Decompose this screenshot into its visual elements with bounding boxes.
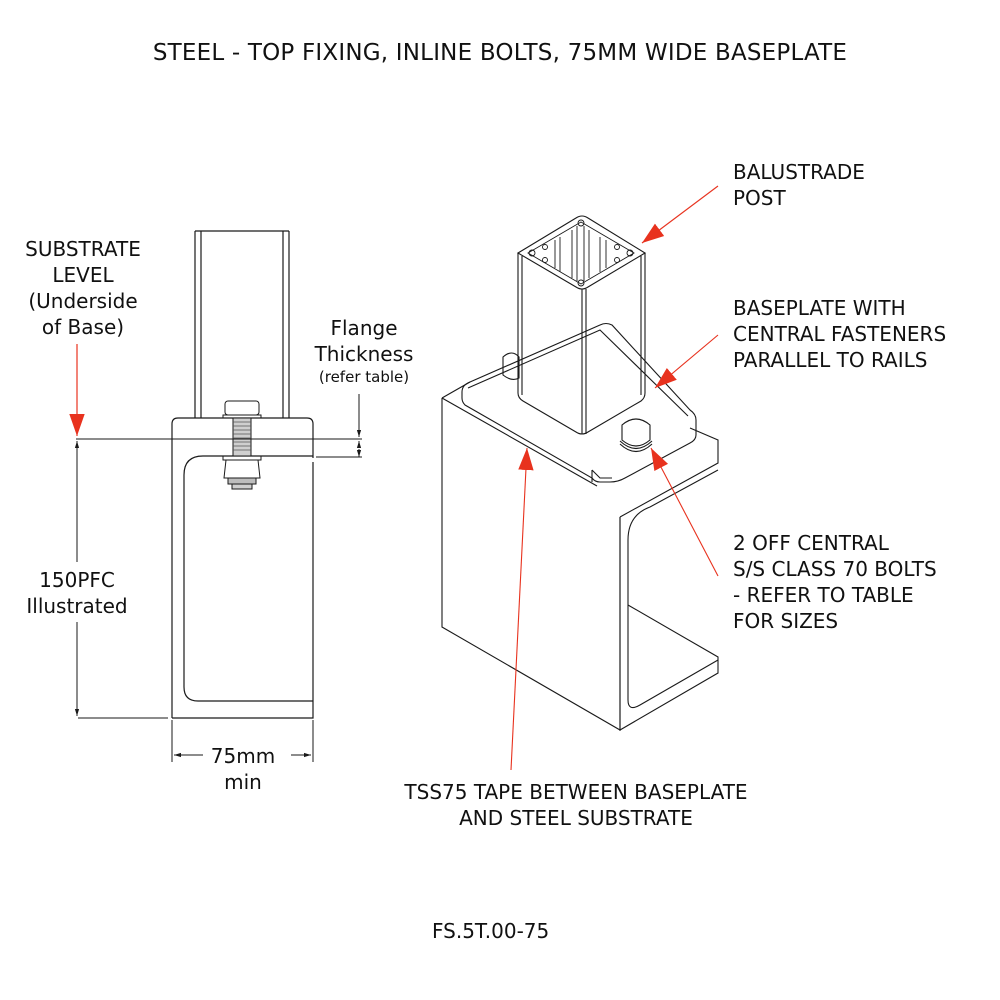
pfc-channel-section	[171, 417, 314, 719]
baseplate-leader-arrow	[654, 334, 719, 389]
baseplate-label-line: CENTRAL FASTENERS	[733, 322, 947, 346]
flange-label-line: Flange	[330, 316, 398, 340]
height-label-line: 150PFC	[39, 568, 115, 592]
pfc-height-label: 150PFC Illustrated	[2, 567, 152, 619]
width-label-line: min	[224, 770, 262, 794]
balustrade-post-label: BALUSTRADE POST	[733, 159, 865, 211]
substrate-label-line: LEVEL	[52, 263, 114, 287]
drawing-title: STEEL - TOP FIXING, INLINE BOLTS, 75MM W…	[152, 40, 848, 66]
substrate-label-line: (Underside	[28, 289, 138, 313]
leader-lines	[510, 185, 719, 771]
bolts-leader-arrow	[650, 447, 719, 577]
tape-label-line: TSS75 TAPE BETWEEN BASEPLATE	[404, 780, 748, 804]
substrate-level-label: SUBSTRATE LEVEL (Underside of Base)	[8, 236, 158, 340]
flange-note: (refer table)	[318, 368, 410, 386]
bolts-label: 2 OFF CENTRAL S/S CLASS 70 BOLTS - REFER…	[733, 530, 937, 634]
substrate-label-line: of Base)	[41, 315, 125, 339]
section-view	[74, 230, 362, 762]
flange-label-line: Thickness	[314, 342, 414, 366]
baseplate-iso	[461, 322, 697, 483]
bolt-iso-back	[502, 352, 520, 381]
bolts-label-line: - REFER TO TABLE	[733, 583, 914, 607]
bolt-section	[222, 400, 262, 490]
tape-label: TSS75 TAPE BETWEEN BASEPLATE AND STEEL S…	[376, 779, 776, 831]
bolts-label-line: S/S CLASS 70 BOLTS	[733, 557, 937, 581]
bolts-label-line: 2 OFF CENTRAL	[733, 531, 889, 555]
substrate-label-line: SUBSTRATE	[25, 237, 141, 261]
flange-thickness-label: Flange Thickness (refer table)	[294, 315, 434, 387]
drawing-code: FS.5T.00-75	[432, 919, 550, 943]
post-section	[194, 230, 290, 418]
baseplate-label-line: BASEPLATE WITH	[733, 296, 906, 320]
height-label-line: Illustrated	[26, 594, 128, 618]
post-leader-arrow	[641, 185, 719, 244]
post-label-line: POST	[733, 186, 786, 210]
bolts-label-line: FOR SIZES	[733, 609, 839, 633]
baseplate-label: BASEPLATE WITH CENTRAL FASTENERS PARALLE…	[733, 295, 946, 373]
tape-leader-arrow	[510, 447, 534, 771]
height-dimension	[74, 441, 168, 719]
isometric-view	[441, 215, 719, 731]
tape-label-line: AND STEEL SUBSTRATE	[459, 806, 693, 830]
width-label: 75mm min	[193, 743, 293, 795]
flange-dimension	[76, 394, 362, 458]
balustrade-post-iso	[516, 215, 647, 435]
bolt-iso-front	[619, 418, 653, 453]
pfc-channel-iso	[441, 381, 719, 731]
post-label-line: BALUSTRADE	[733, 160, 865, 184]
width-dimension	[171, 720, 314, 762]
width-label-line: 75mm	[210, 744, 276, 768]
baseplate-label-line: PARALLEL TO RAILS	[733, 348, 928, 372]
